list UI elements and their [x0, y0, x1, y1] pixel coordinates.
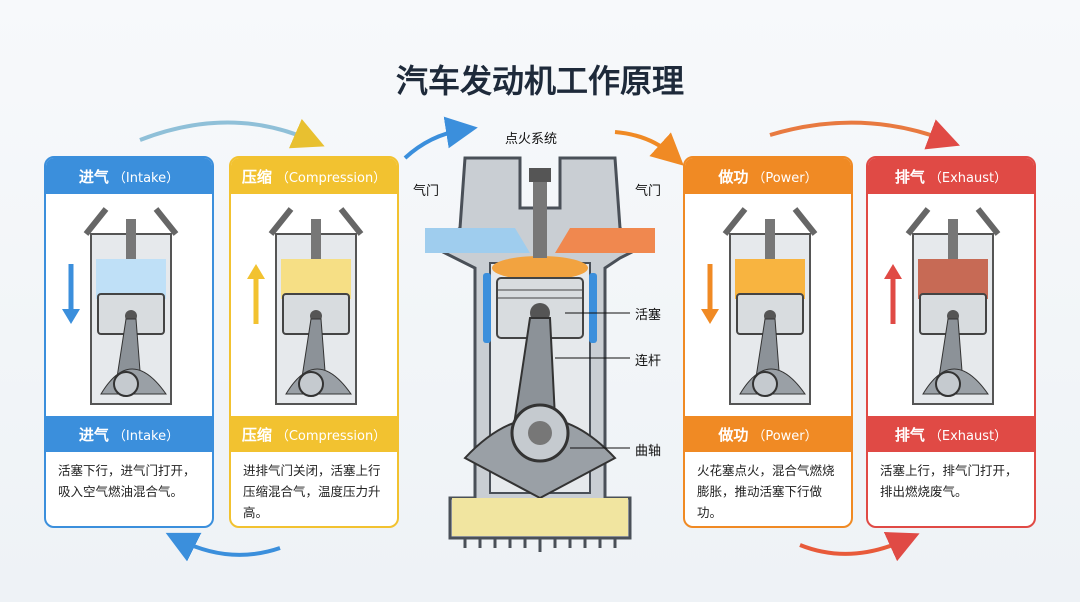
card-header: 排气（Exhaust）: [868, 158, 1034, 194]
card-subheader: 进气（Intake）: [46, 416, 212, 452]
cylinder-illustration: [685, 194, 851, 416]
stroke-card-intake: 进气（Intake） 进气（Intake） 活塞下行，进气门打开，吸入空气燃油混…: [44, 156, 214, 528]
stroke-card-compression: 压缩（Compression） 压缩（Compression） 进排气门关闭，活…: [229, 156, 399, 528]
card-description: 活塞上行，排气门打开，排出燃烧废气。: [880, 463, 1018, 499]
label-ignition: 点火系统: [505, 132, 558, 147]
cylinder-illustration: [868, 194, 1034, 416]
stroke-card-exhaust: 排气（Exhaust） 排气（Exhaust） 活塞上行，排气门打开，排出燃烧废…: [866, 156, 1036, 528]
cylinder-illustration: [46, 194, 212, 416]
engine-diagram: 点火系统 气门 气门 活塞 连杆 曲轴: [405, 118, 675, 563]
label-valve-right: 气门: [635, 184, 662, 199]
card-subheader: 排气（Exhaust）: [868, 416, 1034, 452]
label-valve-left: 气门: [413, 184, 440, 199]
card-description: 活塞下行，进气门打开，吸入空气燃油混合气。: [58, 463, 196, 499]
page-title: 汽车发动机工作原理: [395, 62, 684, 100]
card-subheader: 做功（Power）: [685, 416, 851, 452]
label-crank: 曲轴: [635, 444, 662, 459]
card-subheader: 压缩（Compression）: [231, 416, 397, 452]
card-description: 火花塞点火，混合气燃烧膨胀，推动活塞下行做功。: [697, 463, 835, 520]
cylinder-illustration: [231, 194, 397, 416]
card-header: 压缩（Compression）: [231, 158, 397, 194]
card-description: 进排气门关闭，活塞上行压缩混合气，温度压力升高。: [243, 463, 381, 520]
card-header: 进气（Intake）: [46, 158, 212, 194]
card-header: 做功（Power）: [685, 158, 851, 194]
label-piston: 活塞: [635, 308, 662, 323]
label-rod: 连杆: [635, 354, 662, 369]
stroke-card-power: 做功（Power） 做功（Power） 火花塞点火，混合气燃烧膨胀，推动活塞下行…: [683, 156, 853, 528]
